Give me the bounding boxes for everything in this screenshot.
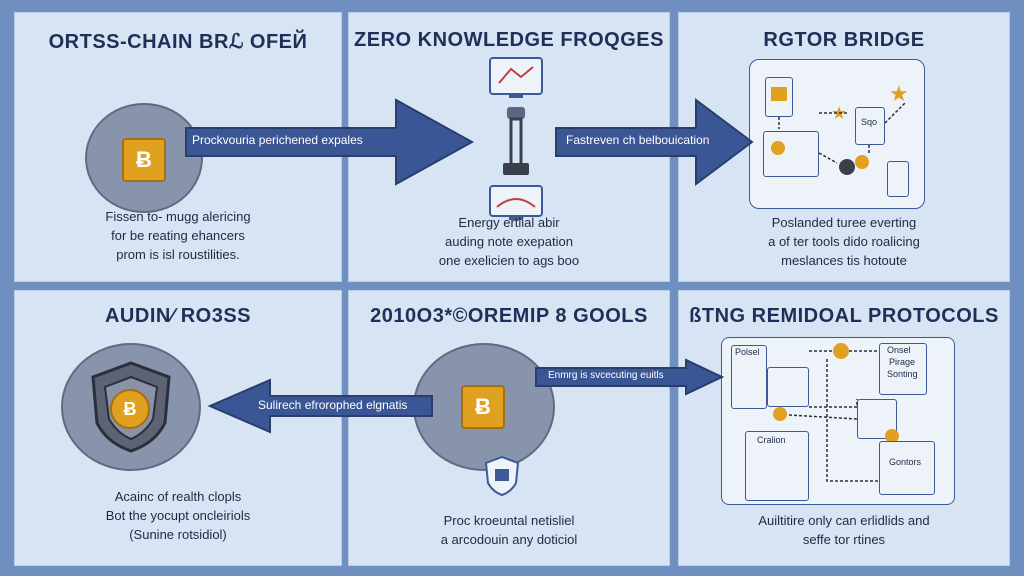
protocol-box: [767, 367, 809, 407]
panel-audit: AUDIN∕ RO3SS Ƀ Acainc of realth clopls B…: [14, 290, 342, 566]
bitcoin-icon: Ƀ: [110, 389, 150, 429]
prover-icon: [503, 107, 529, 175]
panel-title: ßTNG REMIDOAL PROTOCOLS: [689, 305, 999, 327]
bridge-node-label: Sqo: [861, 117, 878, 127]
protocol-box-label: Cralion: [757, 435, 786, 445]
chart-monitor-icon: [489, 185, 543, 220]
protocol-box: [745, 431, 809, 501]
coin-cluster-icon: [771, 141, 785, 155]
arrow-right-icon: [555, 98, 754, 186]
panel-description: Auiltitire only can erlidlids and seffe …: [758, 513, 930, 547]
panel-title: 2010O3*©OREMIP 8 GOOLS: [370, 305, 648, 327]
arrow-right-icon: [535, 358, 725, 396]
panel-description: Energy ertlial abir auding note exepatio…: [438, 215, 580, 268]
protocol-connectors: [788, 350, 879, 482]
panel-description: Acainc of realth clopls Bot the yocupt o…: [105, 489, 251, 542]
bridge-node: [763, 131, 819, 177]
panel-remedial-protocols: ßTNG REMIDOAL PROTOCOLS Polsel Onsel Pir…: [678, 290, 1010, 566]
coin-cluster-icon: [839, 159, 855, 175]
arrow-label: Fastreven ch belbouication: [566, 133, 710, 147]
protocol-box-label: Onsel: [887, 345, 911, 355]
protocol-box-label: Pirage: [889, 357, 916, 367]
arrow-right-icon: [185, 98, 475, 186]
protocol-box-label: Sonting: [887, 369, 918, 379]
protocol-box: [857, 399, 897, 439]
shield-badge-icon: [484, 455, 520, 497]
bitcoin-icon: Ƀ: [461, 385, 505, 429]
panel-title: ORTSS-CHAIN BRℒ OFEЙ: [48, 31, 308, 53]
arrow-left-icon: [207, 378, 433, 434]
protocol-box-label: Polsel: [735, 347, 760, 357]
bridge-node-coin: [771, 87, 787, 101]
protocol-box: [731, 345, 767, 409]
panel-description: Proc kroeuntal netisliel a arcodouin any…: [440, 513, 578, 547]
arrow-label: Enmrg is svcecuting euitls: [548, 370, 664, 381]
panel-description: Poslanded turee everting a of ter tools …: [768, 215, 920, 268]
coin-cluster-icon: [855, 155, 869, 169]
arrow-label: Prockvouria perichened expales: [192, 133, 363, 147]
protocol-box: [879, 441, 935, 495]
panel-title: RGTOR BRIDGE: [763, 29, 925, 51]
bridge-connectors: [778, 102, 906, 164]
bitcoin-icon: Ƀ: [122, 138, 166, 182]
coin-icon: [773, 407, 787, 421]
bridge-node: [887, 161, 909, 197]
arrow-label: Sulirech efrorophed elgnatis: [258, 398, 408, 412]
coin-icon: [833, 343, 849, 359]
bitcoin-circle: [85, 103, 203, 213]
bridge-node: [855, 107, 885, 145]
protocol-box-label: Gontors: [889, 457, 922, 467]
panel-goals: 2010O3*©OREMIP 8 GOOLS Ƀ Proc kroeuntal …: [348, 290, 670, 566]
protocol-box: [879, 343, 927, 395]
panel-description: Fissen to‑ mugg alericing for be reating…: [105, 209, 251, 262]
coin-icon: [885, 429, 899, 443]
panel-title: ZERO KNOWLEDGE FROQGES: [354, 29, 664, 51]
monitor-icon: [489, 57, 543, 98]
star-icon: ★: [889, 81, 909, 106]
panel-title: AUDIN∕ RO3SS: [104, 305, 252, 327]
